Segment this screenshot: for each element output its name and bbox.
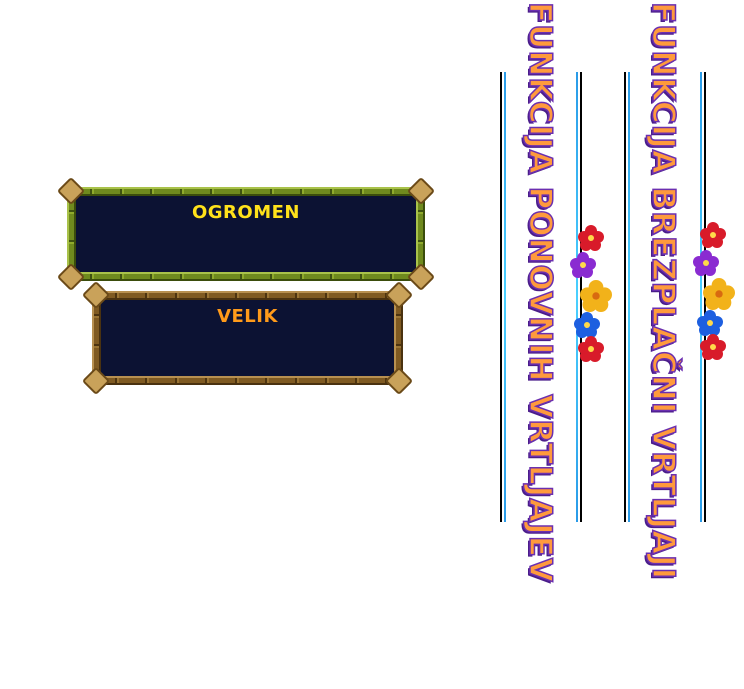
- hibiscus-purple-icon: [693, 250, 719, 276]
- huge-win-label: OGROMEN: [191, 202, 300, 223]
- big-win-panel: VELIK: [81, 280, 414, 396]
- bamboo-top: [64, 187, 428, 196]
- bamboo-bottom: [89, 376, 406, 385]
- banner-rail-blue: [504, 72, 506, 522]
- big-win-label: VELIK: [217, 306, 278, 327]
- banner-rail-blue: [700, 72, 702, 522]
- huge-win-panel: OGROMEN: [56, 176, 436, 292]
- bamboo-right: [416, 184, 425, 284]
- bamboo-knot-icon: [81, 280, 111, 310]
- free-spins-feature-banner-text: FUNKCIJA BREZPLAČNI VRTLJAJI: [644, 1, 682, 581]
- hibiscus-yellow-icon: [580, 280, 612, 312]
- bamboo-knot-icon: [56, 262, 86, 292]
- bamboo-top: [89, 291, 406, 300]
- respins-feature-banner-text: FUNKCIJA PONOVNIH VRTLJAJEV: [521, 1, 559, 583]
- bamboo-knot-icon: [384, 280, 414, 310]
- banner-rail-blue: [576, 72, 578, 522]
- bamboo-knot-icon: [56, 176, 86, 206]
- bamboo-right: [394, 288, 403, 388]
- banner-rail-blue: [628, 72, 630, 522]
- hibiscus-red-icon: [578, 225, 604, 251]
- bamboo-knot-icon: [81, 366, 111, 396]
- bamboo-bottom: [64, 272, 428, 281]
- hibiscus-purple-icon: [570, 252, 596, 278]
- bamboo-knot-icon: [406, 176, 436, 206]
- banner-rail-left: [500, 72, 502, 522]
- hibiscus-red-icon: [700, 222, 726, 248]
- bamboo-left: [92, 288, 101, 388]
- banner-rail-left: [624, 72, 626, 522]
- hibiscus-red-icon: [700, 334, 726, 360]
- bamboo-knot-icon: [384, 366, 414, 396]
- hibiscus-red-icon: [578, 336, 604, 362]
- hibiscus-blue-icon: [697, 310, 723, 336]
- bamboo-knot-icon: [406, 262, 436, 292]
- hibiscus-yellow-icon: [703, 278, 735, 310]
- hibiscus-blue-icon: [574, 312, 600, 338]
- bamboo-left: [67, 184, 76, 284]
